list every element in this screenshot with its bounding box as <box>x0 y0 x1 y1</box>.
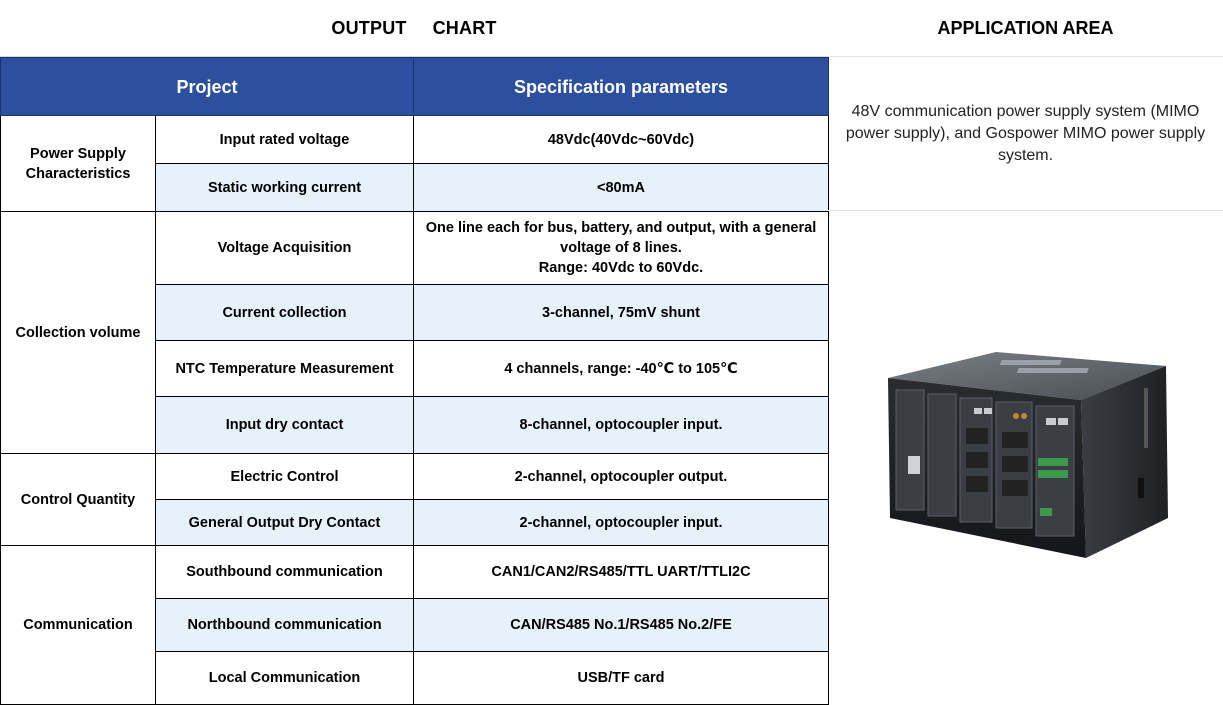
row-spec-line-2: Range: 40Vdc to 60Vdc. <box>538 260 704 276</box>
row-item: Static working current <box>155 163 414 212</box>
application-area-text: 48V communication power supply system (M… <box>828 57 1223 211</box>
table-row: NTC Temperature Measurement 4 channels, … <box>1 340 829 397</box>
table-row: Power Supply Characteristics Input rated… <box>0 115 829 212</box>
col-header-spec: Specification parameters <box>413 57 829 116</box>
row-item: Input dry contact <box>155 396 414 454</box>
output-chart-section: OUTPUT CHART Project Specification param… <box>0 0 829 705</box>
table-row: Control Quantity Electric Control 2-chan… <box>0 453 829 546</box>
row-spec-line-1: One line each for bus, battery, and outp… <box>425 220 817 256</box>
row-item: Electric Control <box>155 453 414 500</box>
output-chart-title: OUTPUT CHART <box>0 0 828 57</box>
row-spec: CAN1/CAN2/RS485/TTL UART/TTLI2C <box>413 545 829 599</box>
row-spec: 2-channel, optocoupler input. <box>413 499 829 546</box>
title-part-1: OUTPUT <box>331 17 407 38</box>
application-area-title: APPLICATION AREA <box>828 0 1223 57</box>
table-row: Local Communication USB/TF card <box>1 651 829 705</box>
row-item: Southbound communication <box>155 545 414 599</box>
group-power-supply: Power Supply Characteristics <box>0 115 156 212</box>
row-spec: CAN/RS485 No.1/RS485 No.2/FE <box>413 598 829 652</box>
group-control-quantity: Control Quantity <box>0 453 156 546</box>
row-item: General Output Dry Contact <box>155 499 414 546</box>
table-row: Current collection 3-channel, 75mV shunt <box>0 284 829 341</box>
row-spec: 2-channel, optocoupler output. <box>413 453 829 500</box>
row-spec: 8-channel, optocoupler input. <box>413 396 829 454</box>
product-image <box>828 211 1223 705</box>
group-collection-volume: Collection volume <box>0 211 156 454</box>
row-item: Voltage Acquisition <box>155 211 414 285</box>
spec-table: Project Specification parameters Power S… <box>0 57 829 705</box>
row-item: Input rated voltage <box>155 115 414 164</box>
title-part-2: CHART <box>432 17 497 38</box>
application-area-section: APPLICATION AREA 48V communication power… <box>828 0 1223 705</box>
row-spec: 3-channel, 75mV shunt <box>413 284 829 341</box>
row-spec: 4 channels, range: -40℃ to 105℃ <box>413 340 829 397</box>
row-item: Current collection <box>155 284 414 341</box>
table-row: Collection volume Voltage Acquisition On… <box>0 211 829 454</box>
row-spec: <80mA <box>413 163 829 212</box>
table-header-row: Project Specification parameters <box>0 57 829 116</box>
row-spec: USB/TF card <box>413 651 829 705</box>
col-header-project: Project <box>0 57 414 116</box>
row-item: Northbound communication <box>155 598 414 652</box>
group-communication: Communication <box>0 545 156 705</box>
power-supply-rack-icon <box>887 352 1168 558</box>
row-spec: One line each for bus, battery, and outp… <box>413 211 829 285</box>
row-item: Local Communication <box>155 651 414 705</box>
row-item: NTC Temperature Measurement <box>155 340 414 397</box>
table-row: Static working current <80mA <box>0 163 829 212</box>
row-spec: 48Vdc(40Vdc~60Vdc) <box>413 115 829 164</box>
table-row: Communication Southbound communication C… <box>0 545 829 705</box>
